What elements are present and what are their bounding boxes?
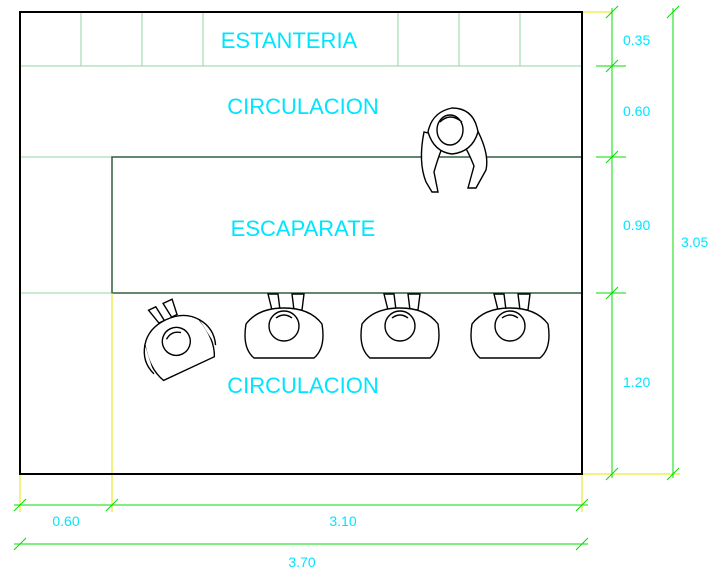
dim-total-depth: 3.05 bbox=[681, 234, 708, 250]
customer-figure-4 bbox=[470, 293, 550, 359]
staff-figure bbox=[420, 107, 488, 193]
dim-counter-depth: 0.90 bbox=[623, 217, 650, 233]
dim-total-width: 3.70 bbox=[288, 554, 315, 570]
dim-counter-width: 3.10 bbox=[329, 513, 356, 529]
customer-figure-1 bbox=[143, 298, 217, 382]
customer-figure-2 bbox=[244, 293, 324, 359]
bottom-dimension-chain bbox=[13, 498, 589, 512]
label-display-counter: ESCAPARATE bbox=[231, 216, 376, 241]
bottom-total-dimension bbox=[13, 537, 589, 551]
label-circulation-top: CIRCULACION bbox=[227, 94, 379, 119]
right-dimension-chain bbox=[596, 5, 626, 481]
dim-top-circulation-depth: 0.60 bbox=[623, 103, 650, 119]
label-circulation-bottom: CIRCULACION bbox=[227, 373, 379, 398]
dim-bottom-circulation-depth: 1.20 bbox=[623, 374, 650, 390]
shelving-grid bbox=[20, 12, 582, 67]
customer-figure-3 bbox=[360, 293, 440, 359]
dim-left-width: 0.60 bbox=[52, 513, 79, 529]
room-outline bbox=[19, 11, 583, 475]
right-total-dimension bbox=[666, 5, 680, 481]
dim-shelving-depth: 0.35 bbox=[623, 32, 650, 48]
label-shelving: ESTANTERIA bbox=[221, 28, 358, 53]
